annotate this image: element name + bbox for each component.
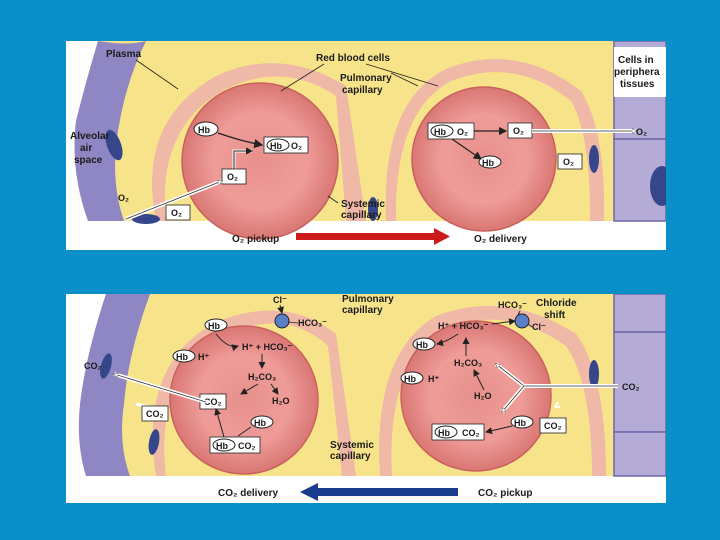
pulmonary-capillary-label-2: capillary — [342, 305, 383, 316]
co2-tissue-label: CO₂ — [622, 382, 640, 392]
red-blood-cell — [181, 82, 339, 240]
hb-bound-label: Hb — [216, 441, 228, 451]
capillary-nucleus — [368, 197, 378, 221]
o2-alveolar-label: O₂ — [118, 193, 129, 203]
o2-label-2: O₂ — [513, 126, 524, 136]
h2o-label-2: H₂O — [474, 391, 492, 401]
chloride-shift-label-2: shift — [544, 310, 566, 321]
co2-plasma-label: CO₂ — [146, 409, 164, 419]
hco3-label-2: HCO₃⁻ — [498, 300, 527, 310]
hb-ellipse — [204, 318, 228, 332]
anion-exchanger — [514, 313, 530, 329]
hb-label: Hb — [198, 125, 210, 135]
hb-ellipse-3 — [400, 371, 424, 385]
hb-bound-label-2: Hb — [438, 428, 450, 438]
hb-ellipse-2 — [478, 155, 502, 169]
red-blood-cell — [169, 325, 319, 475]
tissue-label-1: Cells in — [618, 55, 654, 66]
red-blood-cells-label: Red blood cells — [316, 53, 390, 64]
o2-tissue-label: O₂ — [636, 127, 647, 137]
hb-label-4: Hb — [514, 418, 526, 428]
co2-transport-panel: Cl⁻ HCO₃⁻ Pulmonary capillary Hb Hb H⁺ H… — [66, 294, 666, 503]
hb-bound-label-2: Hb — [434, 127, 446, 137]
h-hco3-label: H⁺ + HCO₃⁻ — [242, 342, 293, 352]
tissue-nucleus — [650, 166, 666, 206]
co2-plasma-box — [141, 405, 169, 422]
h2o-label: H₂O — [272, 396, 290, 406]
alveolar-space — [66, 294, 106, 476]
systemic-capillary-label-2: capillary — [341, 210, 382, 221]
o2-delivery-label: O₂ delivery — [474, 234, 527, 245]
o2-plasma-box — [165, 204, 191, 221]
o2-flow-arrow-head — [434, 228, 450, 245]
systemic-capillary-label-2: capillary — [330, 451, 371, 462]
chloride-shift-label-1: Chloride — [536, 298, 577, 309]
hb-ellipse — [250, 415, 274, 429]
co2-plasma-box-2 — [539, 417, 567, 434]
co2-label: CO₂ — [204, 397, 222, 407]
pulmonary-capillary-label-2: capillary — [342, 85, 383, 96]
h2co3-label: H₂CO₃ — [248, 372, 276, 382]
systemic-capillary-label-1: Systemic — [341, 199, 385, 210]
alveolar-nucleus — [105, 129, 123, 161]
o2-pickup-label: O₂ pickup — [232, 234, 279, 245]
tissue-label-3: tissues — [620, 79, 655, 90]
pulmonary-capillary-label-1: Pulmonary — [342, 294, 394, 305]
hco3-label: HCO₃⁻ — [298, 318, 327, 328]
co2-bound-label: CO₂ — [238, 441, 256, 451]
co2-delivery-label: CO₂ delivery — [218, 488, 278, 499]
capillary-nucleus — [589, 145, 599, 173]
hb-label-2: Hb — [416, 340, 428, 350]
hb-bound-label: Hb — [270, 141, 282, 151]
hb-label: Hb — [254, 418, 266, 428]
o2-plasma-box-2 — [557, 153, 583, 170]
hb-label: Hb — [208, 321, 220, 331]
plasma-label: Plasma — [106, 49, 141, 60]
h2co3-label-2: H₂CO₃ — [454, 358, 482, 368]
tissue-cell — [613, 331, 666, 433]
hb-label-3: Hb — [404, 374, 416, 384]
co2-plasma-label-2: CO₂ — [544, 421, 562, 431]
co2-flow-arrow-head — [300, 483, 318, 501]
tissue-cell — [613, 294, 666, 333]
tissue-cell — [613, 431, 666, 477]
alveolar-label-1: Alveolar — [70, 131, 110, 142]
hb-ellipse-4 — [510, 415, 534, 429]
capillary-nucleus — [589, 360, 599, 388]
anion-exchanger — [274, 313, 290, 329]
tissue-label-box — [614, 47, 666, 97]
hb-ellipse-2 — [412, 337, 436, 351]
h-hco3-label-2: H⁺ + HCO₃⁻ — [438, 321, 489, 331]
o2-bound-label-2: O₂ — [457, 127, 468, 137]
o2-plasma-label-2: O₂ — [563, 157, 574, 167]
alveolar-nucleus — [100, 353, 112, 379]
alveolar-membrane — [78, 294, 150, 476]
o2-box — [221, 168, 247, 185]
o2-transport-panel: Plasma Red blood cells Pulmonary capilla… — [66, 41, 666, 250]
o2-label: O₂ — [227, 172, 238, 182]
cl-label: Cl⁻ — [273, 295, 287, 305]
hb-ellipse — [172, 349, 196, 363]
systemic-capillary-label-1: Systemic — [330, 440, 374, 451]
h-plus-label-2: H⁺ — [428, 374, 439, 384]
co2-flow-arrow-shaft — [318, 488, 458, 496]
alveolar-label-2: air — [80, 143, 92, 154]
alveolar-space — [66, 41, 98, 221]
h-plus-label: H⁺ — [198, 352, 209, 362]
o2-bound-label: O₂ — [291, 141, 302, 151]
hb-label-2: Hb — [482, 158, 494, 168]
o2-plasma-label: O₂ — [171, 208, 182, 218]
cl-minus-label: Cl⁻ — [532, 322, 546, 332]
co2-pickup-label: CO₂ pickup — [478, 488, 532, 499]
hb-ellipse — [193, 121, 219, 137]
o2-flow-arrow-shaft — [296, 233, 434, 240]
tissue-label-2: periphera — [614, 67, 660, 78]
capillary-nucleus — [132, 214, 160, 224]
co2-alveolar-label: CO₂ — [84, 361, 102, 371]
pulmonary-capillary-label-1: Pulmonary — [340, 73, 392, 84]
capillary-nucleus — [148, 429, 160, 455]
alveolar-label-3: space — [74, 155, 103, 166]
hb-label: Hb — [176, 352, 188, 362]
co2-bound-label-2: CO₂ — [462, 428, 480, 438]
